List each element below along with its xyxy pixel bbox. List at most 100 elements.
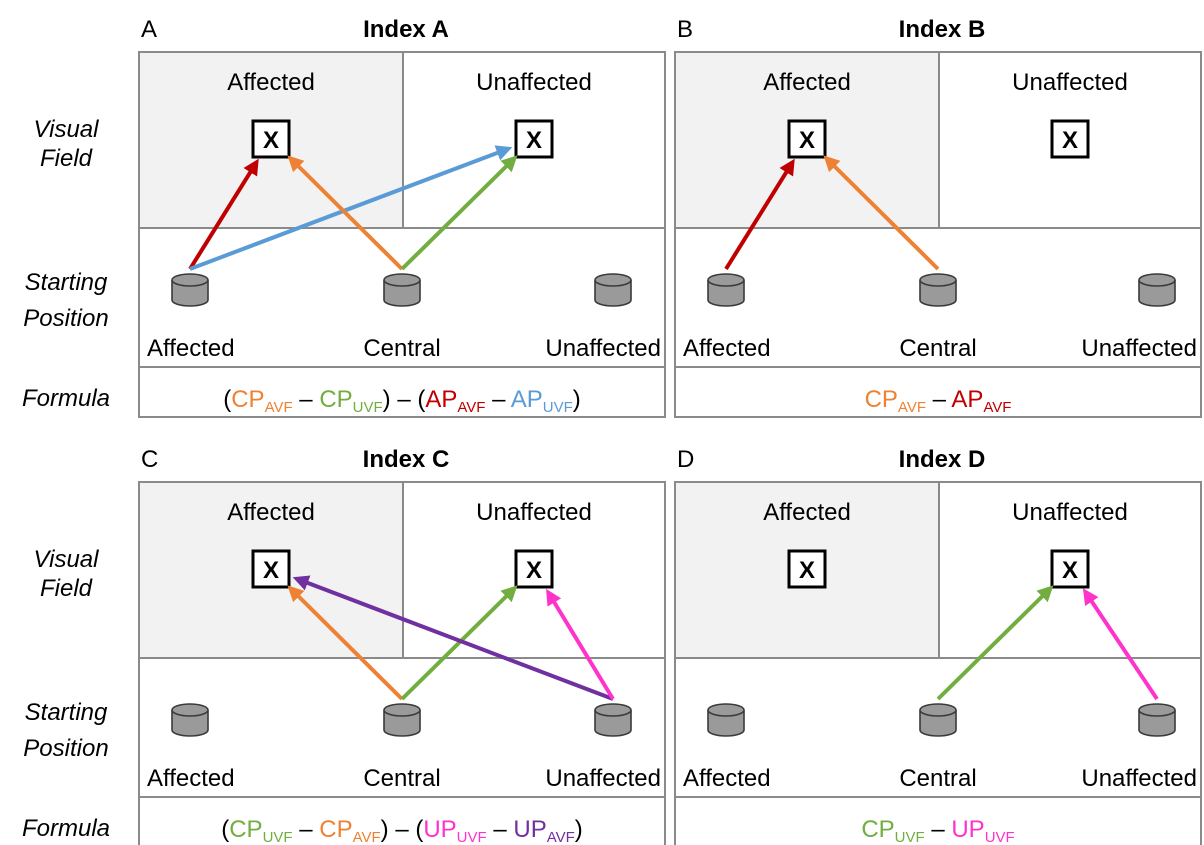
position-label-unaffected: Unaffected	[545, 335, 661, 362]
formula-subscript: UVF	[353, 399, 383, 416]
cylinder-body	[1138, 280, 1176, 307]
formula-term: CP	[861, 816, 894, 843]
cylinder-top	[594, 273, 632, 287]
target-unaffected: X	[514, 549, 554, 589]
cylinder-affected	[707, 703, 745, 737]
arrow-central-to-unaffected	[400, 585, 518, 701]
formula-subscript: AVF	[547, 829, 575, 845]
cylinder-top	[1138, 703, 1176, 717]
cylinder-top	[919, 703, 957, 717]
cylinder-central	[919, 703, 957, 737]
target-box	[514, 119, 554, 159]
target-mark: X	[1062, 557, 1078, 584]
formula-text: CPAVF​ – APAVF​	[865, 386, 1012, 416]
formula-operator: –	[925, 816, 952, 843]
cylinder-unaffected	[1138, 273, 1176, 307]
formula-subscript: AVF	[457, 399, 485, 416]
cylinder-central	[383, 703, 421, 737]
cylinder-body	[707, 280, 745, 307]
position-label-unaffected: Unaffected	[1081, 765, 1197, 792]
formula-term: UP	[423, 816, 456, 843]
formula-term: UP	[951, 816, 984, 843]
cylinder-top	[594, 703, 632, 717]
formula-operator: –	[293, 816, 320, 843]
unaffected-field-label: Unaffected	[476, 69, 592, 96]
formula-text: CPUVF​ – UPUVF​	[861, 816, 1014, 845]
affected-field-label: Affected	[227, 499, 315, 526]
formula-term: AP	[425, 386, 457, 413]
cylinder-central	[919, 273, 957, 307]
position-label-central: Central	[899, 765, 976, 792]
cylinder-top	[171, 273, 209, 287]
arrows	[936, 585, 1159, 701]
visual-field-label: Field	[40, 575, 93, 602]
target-box	[787, 119, 827, 159]
panel-title: Index B	[899, 16, 986, 43]
unaffected-field-label: Unaffected	[476, 499, 592, 526]
target-mark: X	[799, 557, 815, 584]
arrows	[287, 575, 615, 701]
target-affected: X	[787, 549, 827, 589]
position-label-unaffected: Unaffected	[1081, 335, 1197, 362]
arrow-central-to-affected	[823, 155, 940, 271]
starting-position-label: Starting	[25, 269, 108, 296]
cylinder-unaffected	[1138, 703, 1176, 737]
cylinder-body	[171, 280, 209, 307]
starting-position-label: Starting	[25, 699, 108, 726]
position-label-unaffected: Unaffected	[545, 765, 661, 792]
cylinder-body	[383, 710, 421, 737]
visual-field-label: Field	[40, 145, 93, 172]
formula-operator: –	[485, 386, 510, 413]
formula-operator: –	[293, 386, 320, 413]
target-affected: X	[251, 119, 291, 159]
position-label-affected: Affected	[683, 765, 771, 792]
unaffected-field-label: Unaffected	[1012, 69, 1128, 96]
arrow-central-to-unaffected	[400, 155, 518, 271]
cylinder-central	[383, 273, 421, 307]
formula-subscript: AVF	[265, 399, 293, 416]
formula-row-label: Formula	[22, 815, 110, 842]
affected-field-label: Affected	[227, 69, 315, 96]
cylinder-body	[594, 280, 632, 307]
cylinder-top	[1138, 273, 1176, 287]
panel-title: Index D	[899, 446, 986, 473]
target-mark: X	[1062, 127, 1078, 154]
panel-letter: B	[677, 16, 693, 43]
cylinder-top	[383, 273, 421, 287]
panel-title: Index C	[363, 446, 450, 473]
formula-operator: (	[221, 816, 229, 843]
affected-field-label: Affected	[763, 69, 851, 96]
starting-position-label: Position	[23, 735, 108, 762]
cylinder-top	[383, 703, 421, 717]
formula-term: CP	[865, 386, 898, 413]
cylinder-unaffected	[594, 273, 632, 307]
cylinder-top	[919, 273, 957, 287]
arrow-unaffected-to-unaffected	[546, 588, 615, 701]
panel-title: Index A	[363, 16, 449, 43]
cylinder-affected	[171, 273, 209, 307]
cylinder-affected	[707, 273, 745, 307]
target-affected: X	[251, 549, 291, 589]
target-unaffected: X	[1050, 119, 1090, 159]
position-label-central: Central	[363, 335, 440, 362]
panel-letter: D	[677, 446, 694, 473]
target-mark: X	[526, 127, 542, 154]
formula-subscript: AVF	[353, 829, 381, 845]
formula-term: UP	[513, 816, 546, 843]
arrow-central-to-affected	[287, 155, 404, 271]
position-label-affected: Affected	[683, 335, 771, 362]
formula-subscript: AVF	[898, 399, 926, 416]
formula-subscript: UVF	[985, 829, 1015, 845]
arrow-central-to-unaffected	[936, 585, 1054, 701]
formula-subscript: AVF	[983, 399, 1011, 416]
formula-operator: –	[487, 816, 514, 843]
target-mark: X	[263, 127, 279, 154]
cylinder-body	[1138, 710, 1176, 737]
arrow-unaffected-to-unaffected	[1082, 588, 1159, 701]
panel-letter: C	[141, 446, 158, 473]
formula-term: CP	[231, 386, 264, 413]
formula-row-label: Formula	[22, 385, 110, 412]
target-box	[1050, 119, 1090, 159]
